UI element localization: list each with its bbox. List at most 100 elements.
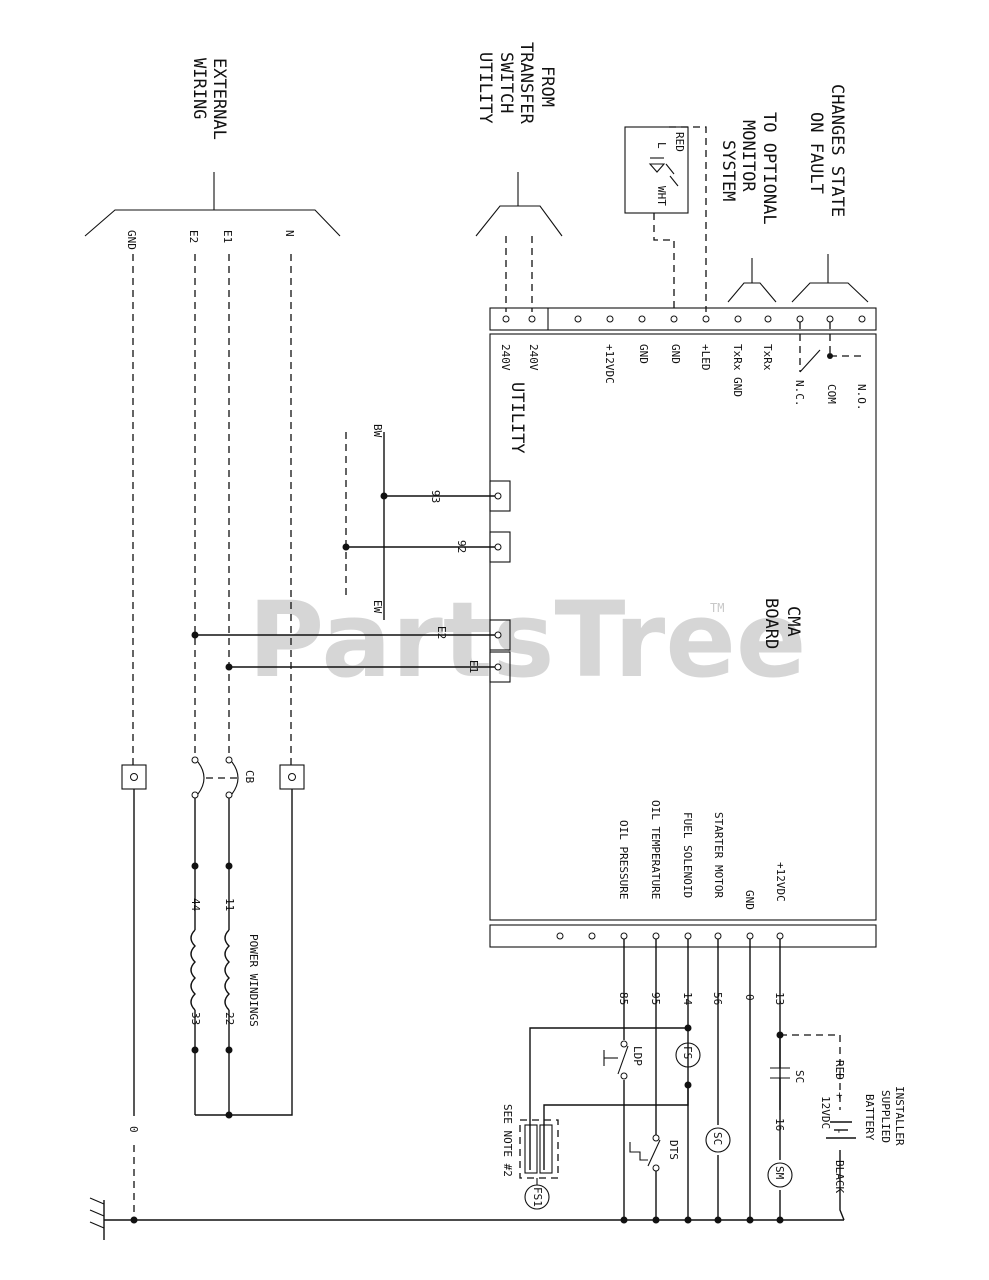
svg-text:L: L [655,142,668,149]
svg-text:FUEL SOLENOID: FUEL SOLENOID [681,812,694,898]
circuit-breaker: CB [191,756,256,799]
svg-text:STARTER MOTOR: STARTER MOTOR [712,812,725,898]
svg-text:CB: CB [243,770,256,784]
ground-icon [89,1197,105,1240]
svg-text:E1: E1 [467,660,480,673]
svg-text:BOARD: BOARD [761,598,781,649]
oil-temp-switch: DTS [629,1134,680,1172]
svg-text:WIRING: WIRING [189,58,209,119]
svg-text:+12VDC: +12VDC [774,862,787,902]
svg-text:MONITOR: MONITOR [738,120,758,192]
svg-text:11: 11 [223,898,236,911]
svg-text:33: 33 [189,1012,202,1025]
svg-text:OIL PRESSURE: OIL PRESSURE [617,820,630,899]
fault-bracket [791,254,869,303]
svg-text:+LED: +LED [699,344,712,371]
svg-text:UTILITY: UTILITY [475,52,495,124]
output-wires [620,939,784,1224]
top-terminal-labels: 240V 240V +12VDC GND GND +LED TxRx GND T… [499,344,868,411]
svg-text:-: - [833,1128,846,1135]
sense-wires: 93 92 E2 E1 [191,490,495,673]
bottom-terminal-strip [489,924,877,948]
svg-text:CMA: CMA [783,606,803,637]
svg-text:DTS: DTS [667,1140,680,1160]
svg-text:WHT: WHT [655,186,668,206]
svg-text:0: 0 [743,994,756,1001]
external-wiring-header: EXTERNAL WIRING [189,58,229,140]
svg-text:FS1: FS1 [531,1187,544,1207]
svg-text:14: 14 [681,992,694,1006]
svg-text:0: 0 [127,1126,140,1133]
svg-text:ON FAULT: ON FAULT [806,112,826,194]
changes-state-header: CHANGES STATE ON FAULT [806,84,847,217]
svg-text:SUPPLIED: SUPPLIED [879,1090,892,1143]
svg-text:TO OPTIONAL: TO OPTIONAL [759,112,779,225]
svg-text:+12VDC: +12VDC [603,344,616,384]
fuel-solenoid-fs1: FS1 SEE NOTE #2 [501,1027,689,1210]
svg-text:BW: BW [371,424,384,438]
svg-text:95: 95 [649,992,662,1005]
svg-text:SM: SM [773,1166,786,1180]
watermark: PartsTree [248,579,806,701]
oil-pressure-switch: LDP [603,1040,644,1080]
svg-text:N.O.: N.O. [855,384,868,411]
board-title: CMA BOARD [761,598,803,649]
ground-line: 0 [104,789,844,1224]
svg-text:56: 56 [711,992,724,1005]
to-monitor-header: TO OPTIONAL MONITOR SYSTEM [718,112,779,225]
led-indicator: RED L WHT [624,126,707,312]
gnd-terminal-block [121,764,147,790]
starter-contactor: SC 16 [770,1035,806,1131]
svg-text:N: N [283,230,296,237]
starter-motor: SM [767,1162,793,1188]
svg-text:E1: E1 [221,230,234,243]
svg-text:240V: 240V [527,344,540,371]
svg-text:13: 13 [773,992,786,1005]
battery: INSTALLER SUPPLIED BATTERY 12VDC RED BLA… [780,1034,906,1221]
svg-text:SEE NOTE #2: SEE NOTE #2 [501,1104,514,1177]
svg-text:FROM: FROM [537,66,557,107]
top-terminal-strip [489,307,877,331]
svg-text:INSTALLER: INSTALLER [893,1086,906,1146]
external-wiring-bracket [84,172,341,237]
svg-text:85: 85 [617,992,630,1005]
svg-text:SC: SC [711,1132,724,1145]
neutral-bus [195,789,293,1116]
svg-text:GND: GND [637,344,650,364]
svg-text:TxRx: TxRx [761,344,774,371]
svg-text:RED: RED [833,1060,846,1080]
svg-text:E2: E2 [187,230,200,243]
svg-text:12VDC: 12VDC [819,1096,832,1129]
svg-text:92: 92 [455,540,468,553]
from-transfer-header: FROM TRANSFER SWITCH UTILITY [475,42,557,125]
svg-text:22: 22 [223,1012,236,1025]
transfer-switch-bracket [475,172,563,312]
svg-text:TxRx GND: TxRx GND [731,344,744,397]
svg-text:44: 44 [189,898,202,912]
power-windings: POWER WINDINGS 11 22 44 33 [189,798,260,1119]
svg-text:EXTERNAL: EXTERNAL [209,58,229,140]
fuel-solenoid: FS [675,1042,701,1068]
fault-relay [799,322,862,373]
bottom-terminal-labels: +12VDC GND STARTER MOTOR FUEL SOLENOID O… [617,800,787,910]
watermark-tm: TM [710,601,724,615]
svg-text:EW: EW [371,600,384,614]
svg-text:93: 93 [429,490,442,503]
svg-text:SYSTEM: SYSTEM [718,140,738,201]
svg-text:TRANSFER: TRANSFER [516,42,536,125]
svg-text:LDP: LDP [631,1046,644,1066]
external-leads: GND E2 E1 N [125,230,296,250]
svg-text:OIL TEMPERATURE: OIL TEMPERATURE [649,800,662,899]
svg-text:POWER WINDINGS: POWER WINDINGS [247,934,260,1027]
neutral-terminal-block [279,764,305,790]
wire-number-labels: 13 0 56 14 95 85 [617,992,786,1006]
starter-contactor-coil: SC [705,1127,731,1153]
svg-text:N.C.: N.C. [793,380,806,407]
monitor-bracket [727,258,777,303]
svg-text:BATTERY: BATTERY [863,1094,876,1141]
svg-text:CHANGES STATE: CHANGES STATE [827,84,847,217]
svg-text:SC: SC [793,1070,806,1083]
bw-ew-lines: BW EW [345,424,385,620]
svg-text:COM: COM [825,384,838,404]
